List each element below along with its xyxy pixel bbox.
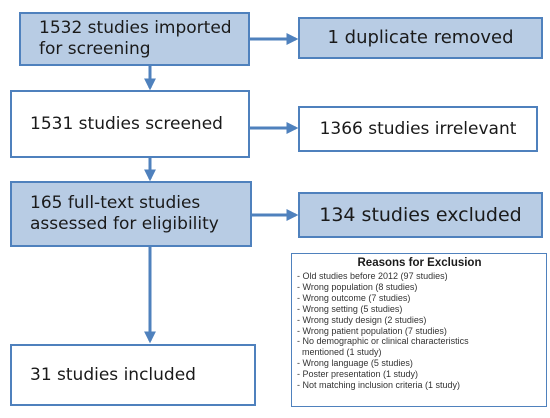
box-imported: 1532 studies imported for screening: [19, 12, 250, 66]
box-screened: 1531 studies screened: [10, 90, 250, 158]
reason-item: - Wrong patient population (7 studies): [297, 325, 447, 336]
box-fulltext: 165 full-text studies assessed for eligi…: [10, 181, 252, 247]
reason-item: - Wrong study design (2 studies): [297, 314, 427, 325]
reasons-title: Reasons for Exclusion: [357, 257, 482, 269]
reason-item: - Wrong outcome (7 studies): [297, 292, 411, 303]
box-duplicate-removed: 1 duplicate removed: [298, 17, 543, 59]
reasons-for-exclusion-panel: Reasons for Exclusion - Old studies befo…: [291, 253, 547, 407]
reason-item: - No demographic or clinical characteris…: [297, 336, 469, 358]
reason-item: - Wrong setting (5 studies): [297, 303, 403, 314]
reason-item: - Wrong population (8 studies): [297, 281, 418, 292]
box-included: 31 studies included: [10, 344, 256, 406]
box-irrelevant: 1366 studies irrelevant: [298, 106, 538, 152]
box-excluded: 134 studies excluded: [298, 192, 543, 238]
reason-item: - Not matching inclusion criteria (1 stu…: [297, 380, 461, 391]
reason-item: - Old studies before 2012 (97 studies): [297, 271, 448, 281]
reasons-list: - Old studies before 2012 (97 studies) -…: [297, 271, 542, 391]
reason-item: - Wrong language (5 studies): [297, 358, 413, 369]
reason-item: - Poster presentation (1 study): [297, 369, 419, 380]
